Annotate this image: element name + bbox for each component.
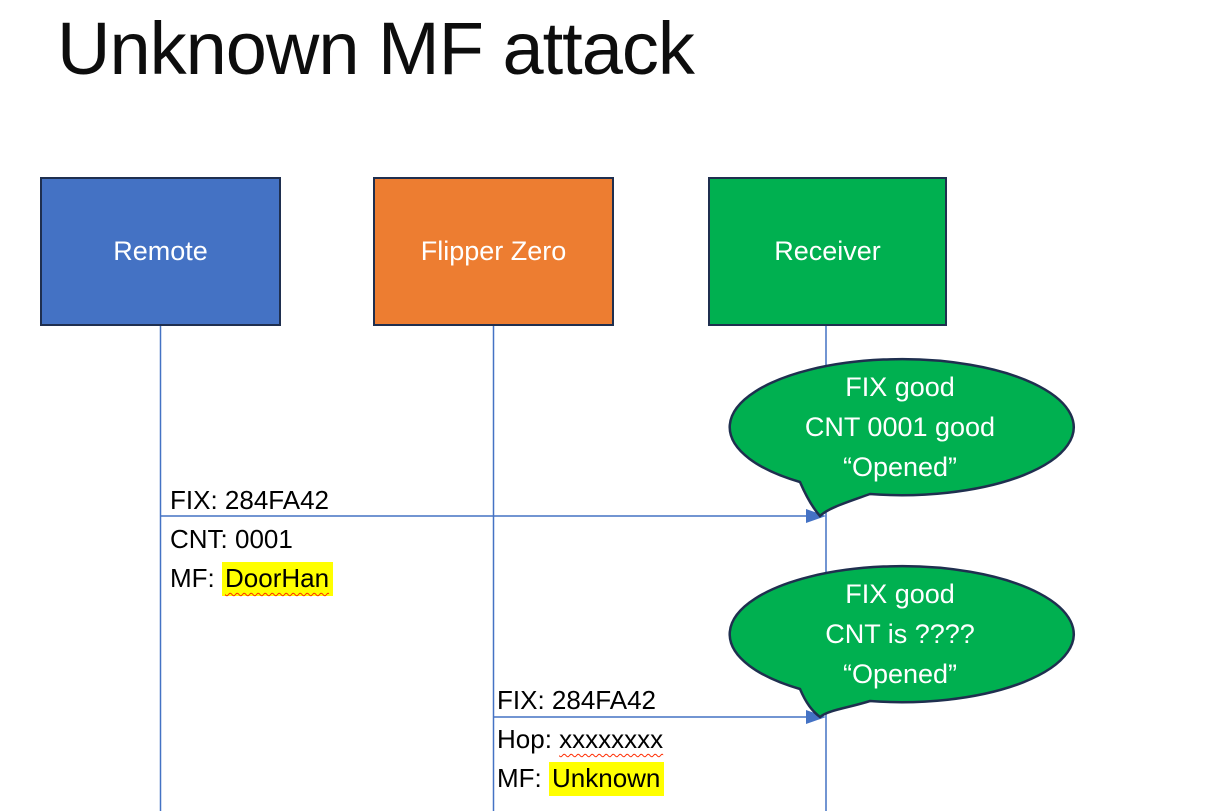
callout-text-2: FIX good CNT is ???? “Opened”	[728, 574, 1072, 694]
actor-box-flipper-zero: Flipper Zero	[373, 177, 614, 326]
callout-2-line-3: “Opened”	[842, 659, 958, 689]
message-2-hop-value: xxxxxxxx	[559, 724, 664, 754]
message-1-mf-highlighted-value: DoorHan	[222, 562, 334, 596]
message-arrowhead-2	[806, 710, 826, 724]
callout-bubble-2	[728, 564, 1075, 719]
callout-1-line-3: “Opened”	[842, 452, 958, 482]
callout-bubble-1	[728, 357, 1075, 518]
message-2-hop-prefix: Hop:	[497, 724, 560, 754]
callout-1-line-2: CNT 0001 good	[804, 412, 996, 442]
actor-box-remote: Remote	[40, 177, 281, 326]
callout-2-line-2: CNT is ????	[825, 619, 975, 649]
message-2-mf-line: MF: Unknown	[497, 759, 665, 798]
callout-2-line-1: FIX good	[845, 579, 955, 609]
callout-text-1: FIX good CNT 0001 good “Opened”	[728, 367, 1072, 487]
message-1-mf-prefix: MF:	[170, 563, 222, 593]
actor-box-receiver: Receiver	[708, 177, 947, 326]
actor-label-remote: Remote	[113, 236, 208, 266]
actor-label-receiver: Receiver	[774, 236, 881, 266]
message-2-fix-line: FIX: 284FA42	[497, 685, 656, 715]
actor-label-flipper-zero: Flipper Zero	[420, 236, 567, 266]
message-1-mf-line: MF: DoorHan	[170, 559, 334, 598]
message-arrowhead-1	[806, 509, 826, 523]
message-2-mf-prefix: MF:	[497, 763, 549, 793]
message-2-mf-highlighted-value: Unknown	[549, 762, 665, 796]
slide-title: Unknown MF attack	[57, 7, 695, 90]
message-1-fix-line: FIX: 284FA42	[170, 485, 329, 515]
message-1-cnt-line: CNT: 0001	[170, 524, 293, 554]
message-2-hop-line: Hop: xxxxxxxx	[497, 720, 664, 759]
callout-1-line-1: FIX good	[845, 372, 955, 402]
message-label-2: FIX: 284FA42 Hop: xxxxxxxx MF: Unknown	[497, 681, 665, 798]
message-label-1: FIX: 284FA42 CNT: 0001 MF: DoorHan	[170, 481, 334, 598]
